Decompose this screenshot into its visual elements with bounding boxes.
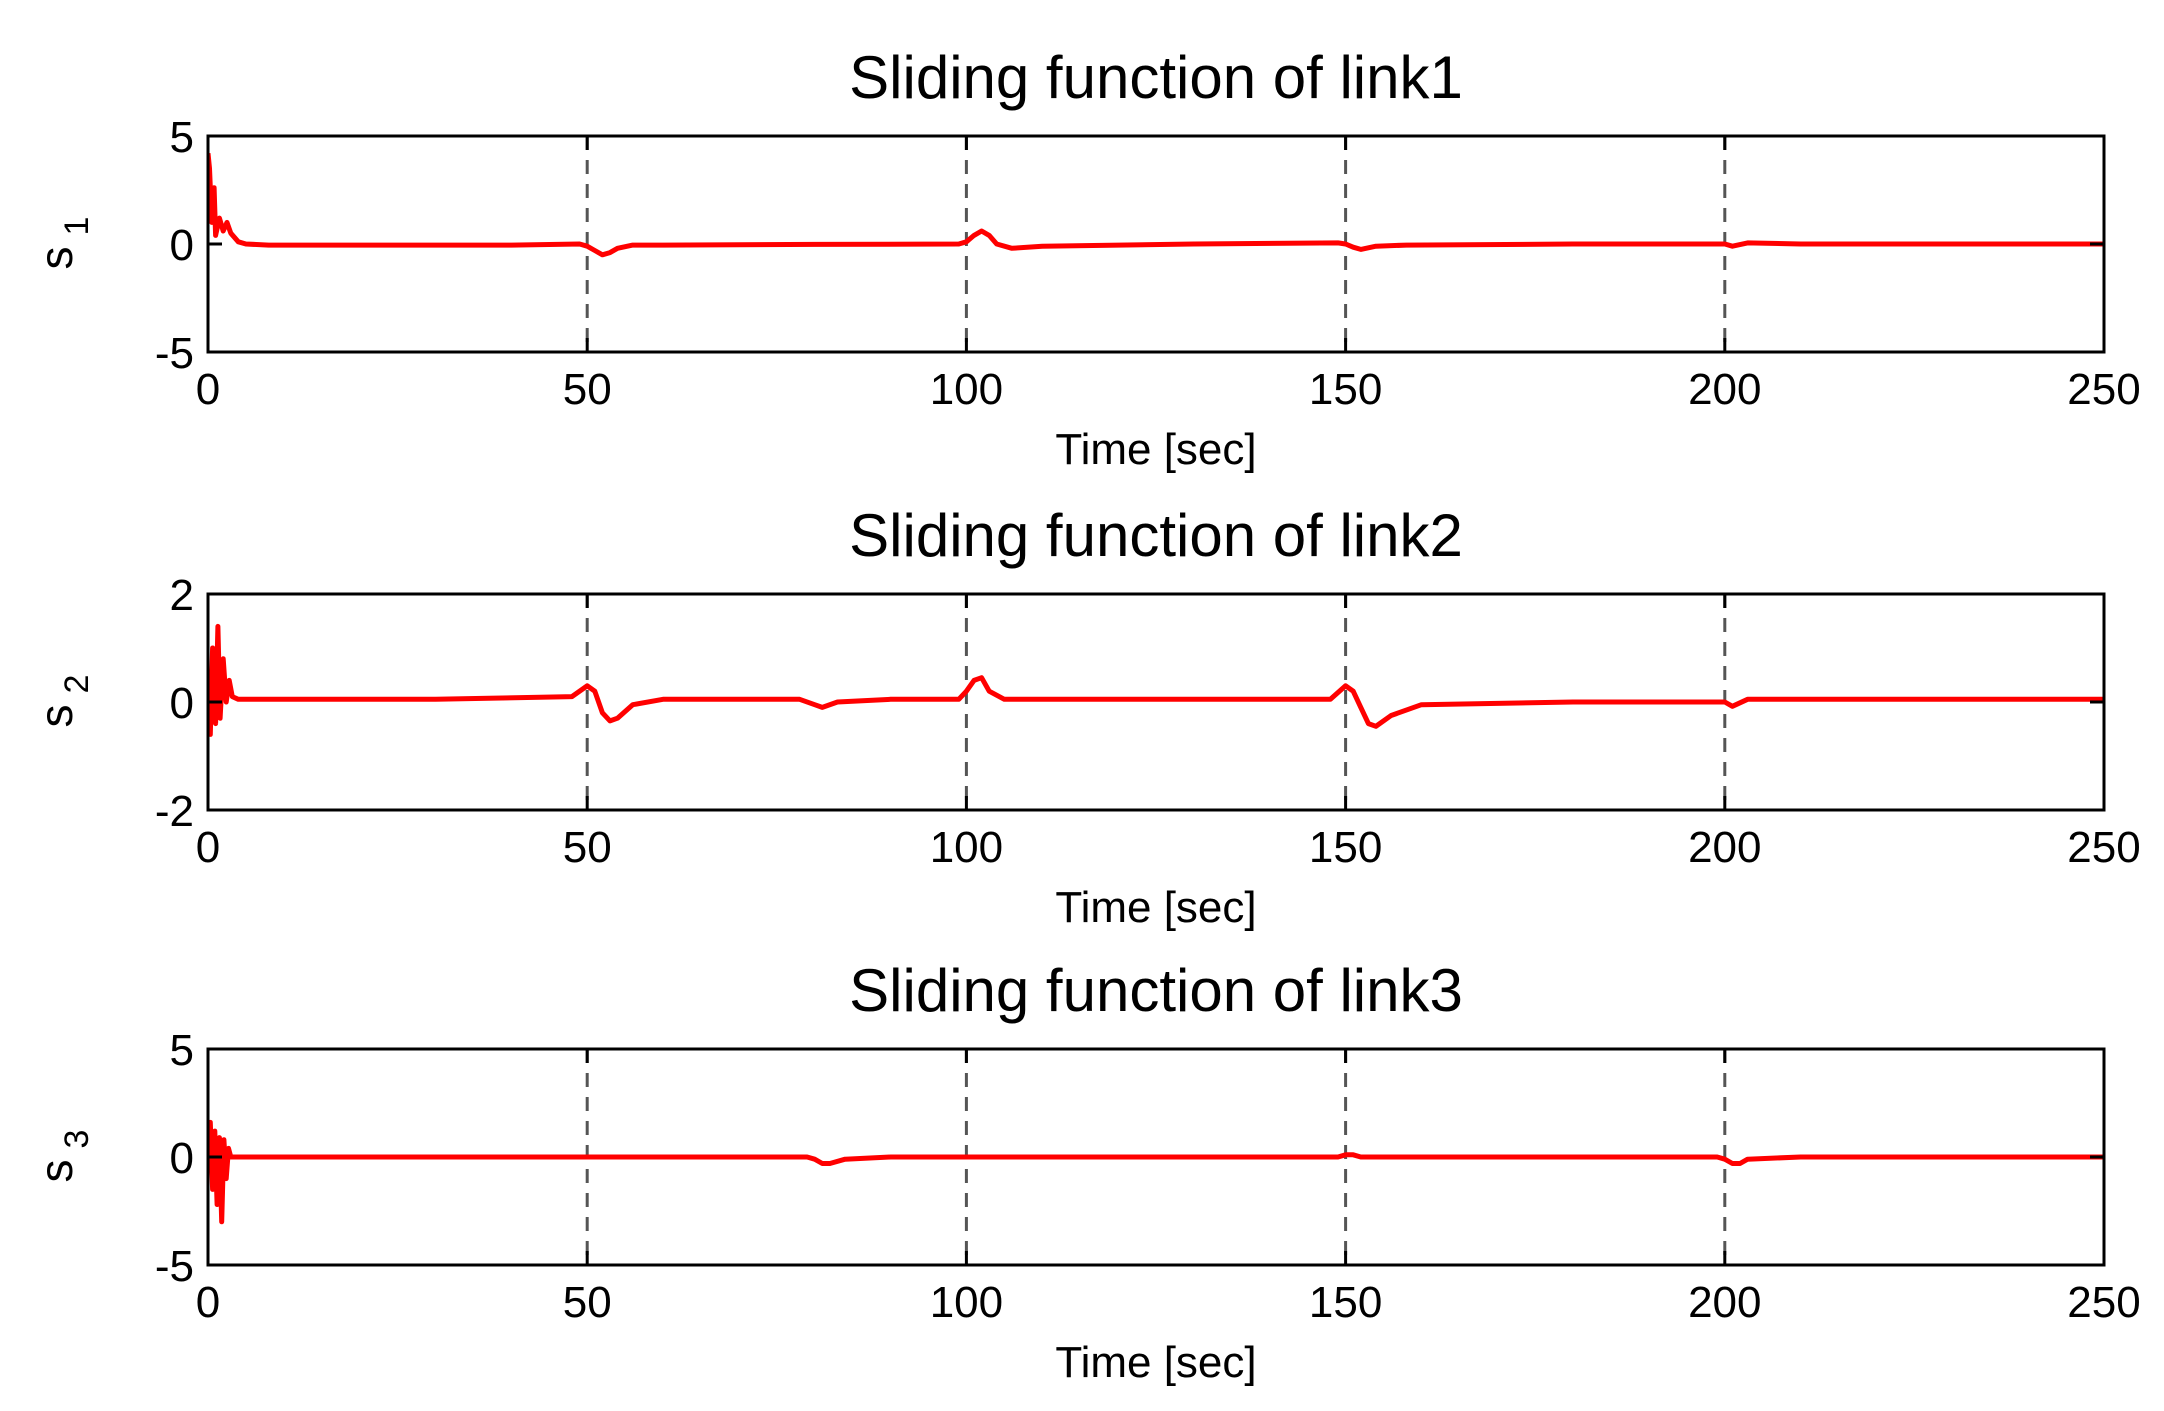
y-tick-label: 0 bbox=[170, 221, 194, 270]
x-axis-label: Time [sec] bbox=[1055, 883, 1256, 932]
x-tick-label: 250 bbox=[2067, 823, 2140, 872]
x-tick-label: 250 bbox=[2067, 1278, 2140, 1327]
y-axis-label-text: s bbox=[30, 1160, 82, 1183]
x-tick-label: 50 bbox=[563, 1278, 612, 1327]
x-tick-label: 100 bbox=[930, 1278, 1003, 1327]
y-tick-label: -2 bbox=[155, 787, 194, 836]
y-tick-label: 0 bbox=[170, 679, 194, 728]
y-tick-label: 2 bbox=[170, 571, 194, 620]
x-tick-label: 150 bbox=[1309, 823, 1382, 872]
x-tick-label: 0 bbox=[196, 1278, 220, 1327]
x-tick-label: 250 bbox=[2067, 365, 2140, 414]
y-axis-label: s1 bbox=[30, 217, 96, 270]
chart-title: Sliding function of link2 bbox=[849, 502, 1463, 569]
y-axis-label-text: s bbox=[30, 247, 82, 270]
x-tick-label: 100 bbox=[930, 365, 1003, 414]
series-line bbox=[208, 153, 2104, 258]
y-tick-label: 5 bbox=[170, 1026, 194, 1075]
x-axis-label: Time [sec] bbox=[1055, 425, 1256, 474]
panel-2: Sliding function of link2 0 50 100 150 200 250… bbox=[30, 502, 2141, 932]
series-line bbox=[208, 1119, 2104, 1225]
y-tick-label: -5 bbox=[155, 1242, 194, 1291]
y-axis-label-text: s bbox=[30, 705, 82, 728]
x-tick-label: 200 bbox=[1688, 1278, 1761, 1327]
x-tick-label: 150 bbox=[1309, 365, 1382, 414]
y-tick-label: -5 bbox=[155, 329, 194, 378]
series-line bbox=[208, 623, 2104, 737]
y-axis-label: s2 bbox=[30, 675, 96, 728]
y-axis-label-subscript: 3 bbox=[58, 1130, 96, 1149]
y-axis-label-subscript: 2 bbox=[58, 675, 96, 694]
x-tick-label: 50 bbox=[563, 823, 612, 872]
y-axis-label: s3 bbox=[30, 1130, 96, 1183]
x-tick-label: 150 bbox=[1309, 1278, 1382, 1327]
axes-frame bbox=[206, 592, 2106, 812]
x-tick-label: 100 bbox=[930, 823, 1003, 872]
y-axis-label-subscript: 1 bbox=[58, 217, 96, 236]
x-tick-label: 50 bbox=[563, 365, 612, 414]
chart-title: Sliding function of link1 bbox=[849, 44, 1463, 111]
y-tick-label: 0 bbox=[170, 1134, 194, 1183]
x-tick-label: 200 bbox=[1688, 365, 1761, 414]
x-tick-label: 0 bbox=[196, 365, 220, 414]
chart-title: Sliding function of link3 bbox=[849, 957, 1463, 1024]
x-tick-label: 0 bbox=[196, 823, 220, 872]
x-tick-label: 200 bbox=[1688, 823, 1761, 872]
y-tick-label: 5 bbox=[170, 113, 194, 162]
x-axis-label: Time [sec] bbox=[1055, 1338, 1256, 1387]
